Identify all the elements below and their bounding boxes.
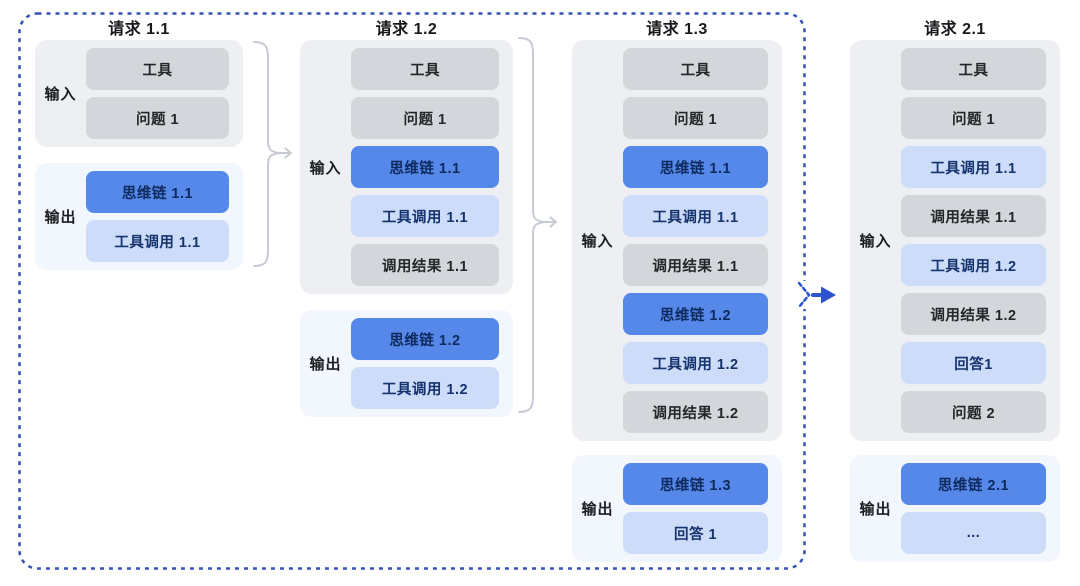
request-column-1-3: 请求 1.3 输入 工具 问题 1 思维链 1.1 工具调用 1.1 调用结果 … [572,0,782,586]
input-group: 输入 工具 问题 1 思维链 1.1 工具调用 1.1 调用结果 1.1 思维链… [572,40,782,441]
item-box: 调用结果 1.1 [351,244,499,286]
item-box: 思维链 1.1 [86,171,229,213]
item-box: 工具调用 1.2 [351,367,499,409]
item-box: 思维链 1.1 [623,146,768,188]
brace-request-1-1-to-1-2 [253,41,292,267]
arrow-to-request-2-1 [797,281,836,309]
item-box: 工具调用 1.1 [623,195,768,237]
output-items: 思维链 1.2 工具调用 1.2 [351,318,499,409]
item-box: 问题 1 [86,97,229,139]
input-label: 输入 [44,86,77,103]
item-box: 思维链 1.3 [623,463,768,505]
input-label: 输入 [859,233,892,250]
item-box: 回答1 [901,342,1046,384]
item-box: 思维链 2.1 [901,463,1046,505]
output-label: 输出 [859,501,892,518]
input-items: 工具 问题 1 工具调用 1.1 调用结果 1.1 工具调用 1.2 调用结果 … [901,48,1046,433]
output-items: 思维链 1.1 工具调用 1.1 [86,171,229,262]
input-items: 工具 问题 1 [86,48,229,139]
input-items: 工具 问题 1 思维链 1.1 工具调用 1.1 调用结果 1.1 [351,48,499,286]
input-group: 输入 工具 问题 1 [35,40,243,147]
item-box: 工具调用 1.2 [901,244,1046,286]
column-title: 请求 1.3 [646,21,708,38]
item-box: 工具 [351,48,499,90]
item-box: 问题 1 [351,97,499,139]
output-label: 输出 [309,356,342,373]
item-box: 问题 1 [901,97,1046,139]
item-box: 调用结果 1.2 [901,293,1046,335]
item-box: 问题 1 [623,97,768,139]
input-label: 输入 [581,233,614,250]
output-label: 输出 [44,209,77,226]
item-box: 调用结果 1.1 [623,244,768,286]
output-label: 输出 [581,501,614,518]
output-group: 输出 思维链 2.1 ... [850,455,1060,562]
item-box: 工具 [901,48,1046,90]
column-title: 请求 1.1 [108,21,170,38]
output-items: 思维链 2.1 ... [901,463,1046,554]
column-title: 请求 2.1 [924,21,986,38]
column-title: 请求 1.2 [375,21,438,38]
request-column-2-1: 请求 2.1 输入 工具 问题 1 工具调用 1.1 调用结果 1.1 工具调用… [850,0,1060,586]
item-box: 问题 2 [901,391,1046,433]
brace-request-1-2-to-1-3 [518,37,557,413]
item-box: 工具 [623,48,768,90]
input-items: 工具 问题 1 思维链 1.1 工具调用 1.1 调用结果 1.1 思维链 1.… [623,48,768,433]
item-box: 思维链 1.2 [351,318,499,360]
input-label: 输入 [309,159,342,177]
input-group: 输入 工具 问题 1 思维链 1.1 工具调用 1.1 调用结果 1.1 [300,40,513,294]
output-group: 输出 思维链 1.3 回答 1 [572,455,782,562]
item-box: 工具调用 1.1 [901,146,1046,188]
item-box: 工具 [86,48,229,90]
item-box: 回答 1 [623,512,768,554]
item-box: 思维链 1.1 [351,146,499,188]
input-group: 输入 工具 问题 1 工具调用 1.1 调用结果 1.1 工具调用 1.2 调用… [850,40,1060,441]
output-group: 输出 思维链 1.1 工具调用 1.1 [35,163,243,270]
output-group: 输出 思维链 1.2 工具调用 1.2 [300,310,513,417]
item-box: 思维链 1.2 [623,293,768,335]
item-box: 工具调用 1.2 [623,342,768,384]
item-box: 工具调用 1.1 [351,195,499,237]
request-column-1-1: 请求 1.1 输入 工具 问题 1 输出 思维链 1.1 工具调用 1.1 [35,0,243,586]
item-box: 工具调用 1.1 [86,220,229,262]
item-box: 调用结果 1.1 [901,195,1046,237]
output-items: 思维链 1.3 回答 1 [623,463,768,554]
request-column-1-2: 请求 1.2 输入 工具 问题 1 思维链 1.1 工具调用 1.1 调用结果 … [300,0,513,586]
item-box: ... [901,512,1046,554]
item-box: 调用结果 1.2 [623,391,768,433]
